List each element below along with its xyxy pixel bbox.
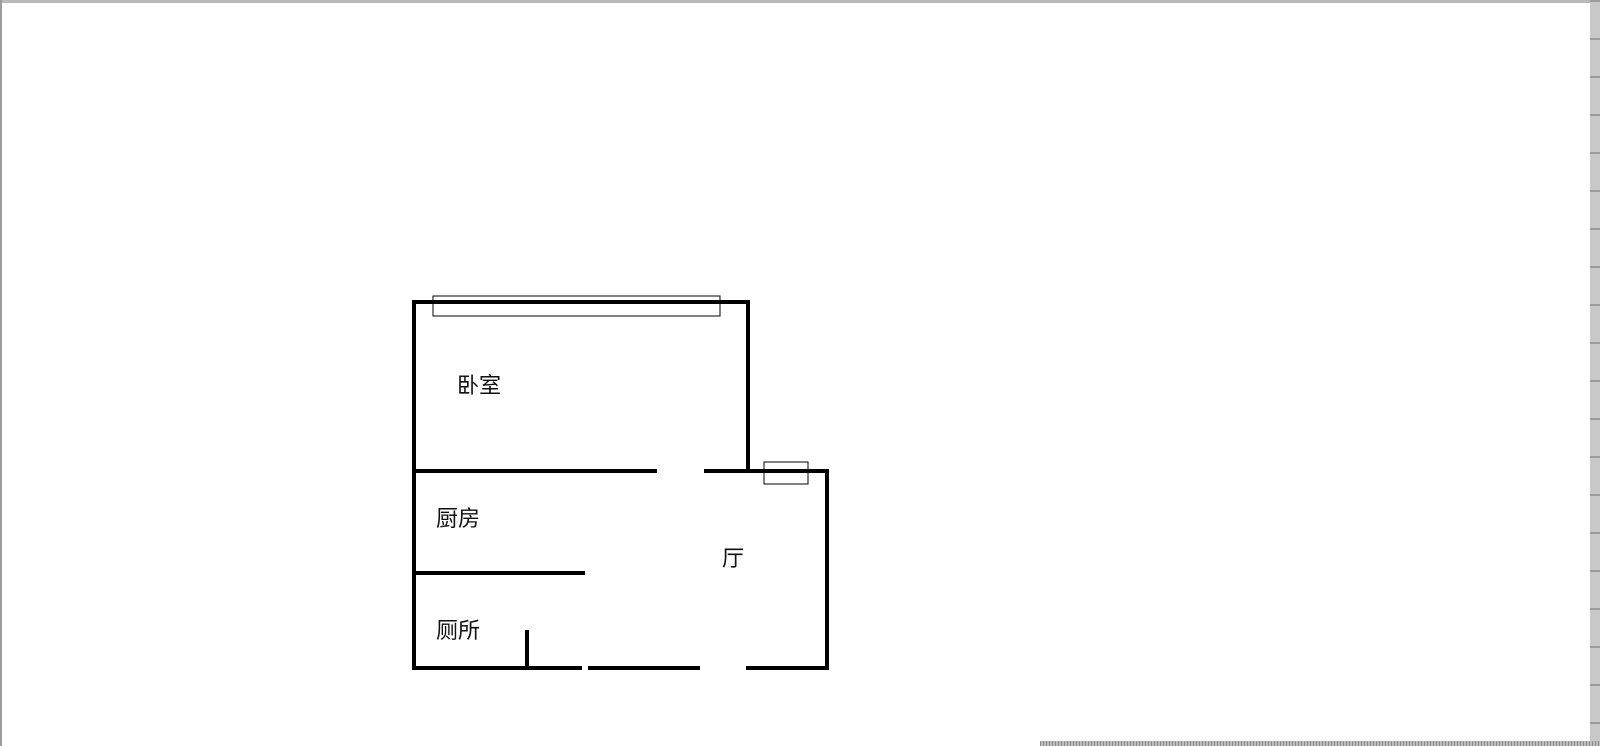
frame-top-edge [0,0,1600,3]
room-label-bedroom: 卧室 [457,374,502,399]
window-bedroom [432,295,721,317]
frame-left-edge [0,0,2,746]
room-label-toilet: 厕所 [436,619,481,644]
room-label-kitchen: 厨房 [436,507,481,532]
room-label-living: 厅 [722,547,745,572]
frame-right-edge [1590,0,1600,746]
frame-bottom-edge [1040,741,1600,746]
window-living [763,461,809,485]
